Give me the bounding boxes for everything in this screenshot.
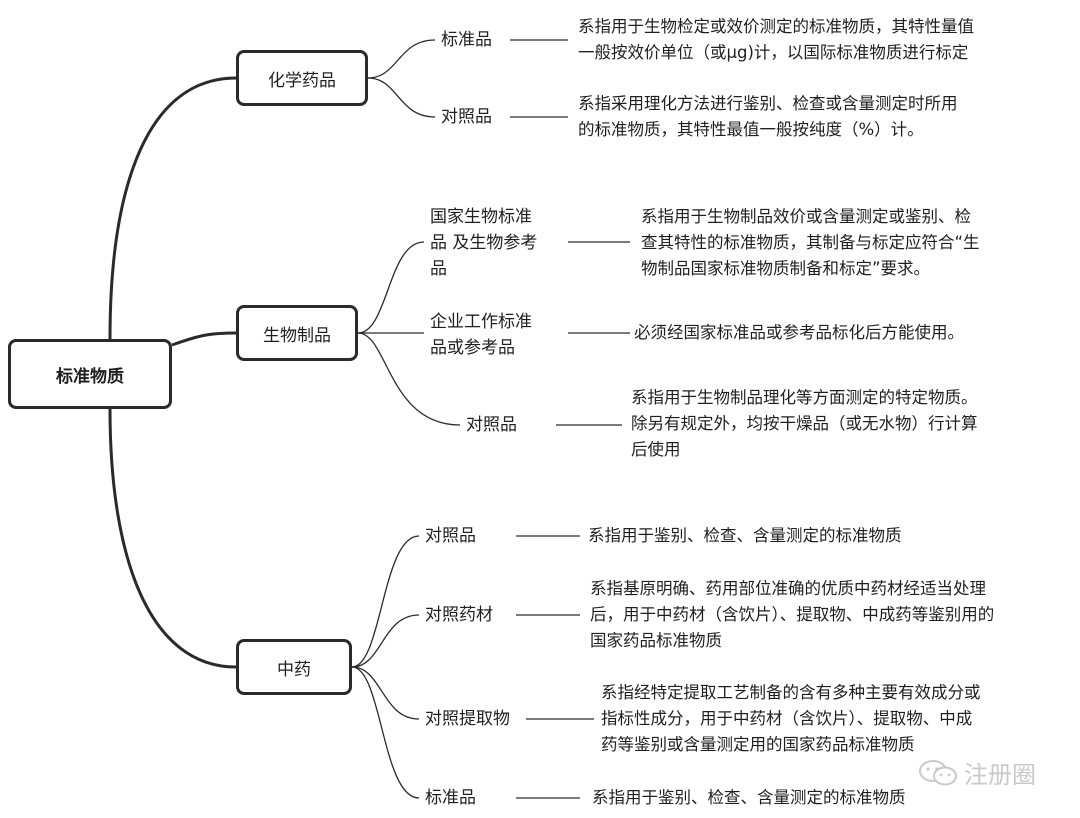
leaf-label: 国家生物标准品 及生物参考品 — [430, 204, 537, 282]
root-connector — [108, 408, 237, 669]
branch-connector — [351, 535, 420, 668]
leaf-label: 对照品 — [425, 523, 476, 549]
leaf-label: 标准品 — [425, 785, 476, 811]
wechat-icon — [919, 759, 957, 785]
description-line: 必须经国家标准品或参考品标化后方能使用。 — [634, 323, 964, 342]
leaf-description: 系指用于生物检定或效价测定的标准物质，其特性量值一般按效价单位（或μg)计，以国… — [578, 14, 974, 66]
description-line: 系指用于生物检定或效价测定的标准物质，其特性量值 — [578, 17, 974, 36]
branch-connector — [351, 614, 420, 668]
leaf-label: 对照品 — [441, 104, 492, 130]
description-line: 物制品国家标准物质制备和标定”要求。 — [641, 259, 931, 278]
leaf-label: 企业工作标准品或参考品 — [430, 309, 532, 361]
leaf-label-line: 对照品 — [441, 107, 492, 127]
leaf-label-line: 对照品 — [425, 526, 476, 546]
description-line: 后使用 — [631, 440, 681, 459]
description-line: 系指用于鉴别、检查、含量测定的标准物质 — [588, 526, 902, 545]
category-node-tcm: 中药 — [236, 639, 352, 695]
watermark: 注册圈 — [918, 755, 1036, 790]
description-line: 一般按效价单位（或μg)计，以国际标准物质进行标定 — [578, 43, 969, 62]
leaf-label: 标准品 — [441, 27, 492, 53]
category-node-biologic: 生物制品 — [236, 305, 358, 361]
leaf-description: 系指采用理化方法进行鉴别、检查或含量测定时所用的标准物质，其特性最值一般按纯度（… — [578, 91, 958, 143]
description-line: 药等鉴别或含量测定用的国家药品标准物质 — [601, 735, 915, 754]
description-line: 系指采用理化方法进行鉴别、检查或含量测定时所用 — [578, 94, 958, 113]
leaf-label: 对照药材 — [425, 602, 493, 628]
leaf-label: 对照品 — [466, 412, 517, 438]
leaf-description: 系指用于生物制品效价或含量测定或鉴别、检查其特性的标准物质，其制备与标定应符合“… — [641, 204, 980, 282]
leaf-label-line: 对照品 — [466, 415, 517, 435]
description-line: 查其特性的标准物质，其制备与标定应符合“生 — [641, 233, 980, 252]
leaf-description: 系指用于鉴别、检查、含量测定的标准物质 — [592, 785, 906, 811]
leaf-description: 必须经国家标准品或参考品标化后方能使用。 — [634, 320, 964, 346]
leaf-label-line: 标准品 — [425, 788, 476, 808]
description-line: 指标性成分，用于中药材（含饮片）、提取物、中成 — [601, 709, 973, 728]
leaf-label-line: 国家生物标准 — [430, 207, 532, 227]
leaf-label-line: 标准品 — [441, 30, 492, 50]
leaf-description: 系指基原明确、药用部位准确的优质中药材经适当处理后，用于中药材（含饮片）、提取物… — [590, 576, 994, 654]
leaf-label-line: 对照药材 — [425, 605, 493, 625]
description-line: 系指用于鉴别、检查、含量测定的标准物质 — [592, 788, 906, 807]
description-line: 后，用于中药材（含饮片）、提取物、中成药等鉴别用的 — [590, 605, 995, 624]
description-line: 系指用于生物制品理化等方面测定的特定物质。 — [631, 388, 978, 407]
branch-connector — [367, 77, 436, 118]
description-line: 除另有规定外，均按干燥品（或无水物）行计算 — [631, 414, 978, 433]
leaf-label-line: 企业工作标准 — [430, 312, 532, 332]
description-line: 国家药品标准物质 — [590, 631, 722, 650]
root-connector — [108, 76, 237, 340]
leaf-description: 系指用于鉴别、检查、含量测定的标准物质 — [588, 523, 902, 549]
root-connector — [171, 331, 237, 347]
leaf-label: 对照提取物 — [425, 706, 510, 732]
description-line: 系指基原明确、药用部位准确的优质中药材经适当处理 — [590, 579, 986, 598]
branch-connector — [357, 332, 461, 426]
leaf-description: 系指经特定提取工艺制备的含有多种主要有效成分或指标性成分，用于中药材（含饮片）、… — [601, 680, 981, 758]
category-node-chemical: 化学药品 — [236, 50, 368, 106]
leaf-description: 系指用于生物制品理化等方面测定的特定物质。除另有规定外，均按干燥品（或无水物）行… — [631, 385, 978, 463]
description-line: 系指用于生物制品效价或含量测定或鉴别、检 — [641, 207, 971, 226]
root-node: 标准物质 — [8, 339, 172, 409]
leaf-label-line: 品 及生物参考 — [430, 233, 538, 253]
watermark-text: 注册圈 — [964, 761, 1036, 789]
branch-connector — [351, 666, 420, 720]
leaf-label-line: 对照提取物 — [425, 709, 510, 729]
category-label: 化学药品 — [268, 70, 336, 91]
branch-connector — [357, 241, 425, 334]
category-label: 生物制品 — [263, 325, 331, 346]
branch-connector — [367, 39, 436, 79]
leaf-label-line: 品或参考品 — [430, 338, 515, 358]
root-label: 标准物质 — [56, 366, 124, 387]
category-label: 中药 — [277, 659, 311, 680]
description-line: 的标准物质，其特性最值一般按纯度（%）计。 — [578, 120, 924, 139]
description-line: 系指经特定提取工艺制备的含有多种主要有效成分或 — [601, 683, 981, 702]
branch-connector — [351, 666, 420, 799]
leaf-label-line: 品 — [430, 259, 447, 279]
